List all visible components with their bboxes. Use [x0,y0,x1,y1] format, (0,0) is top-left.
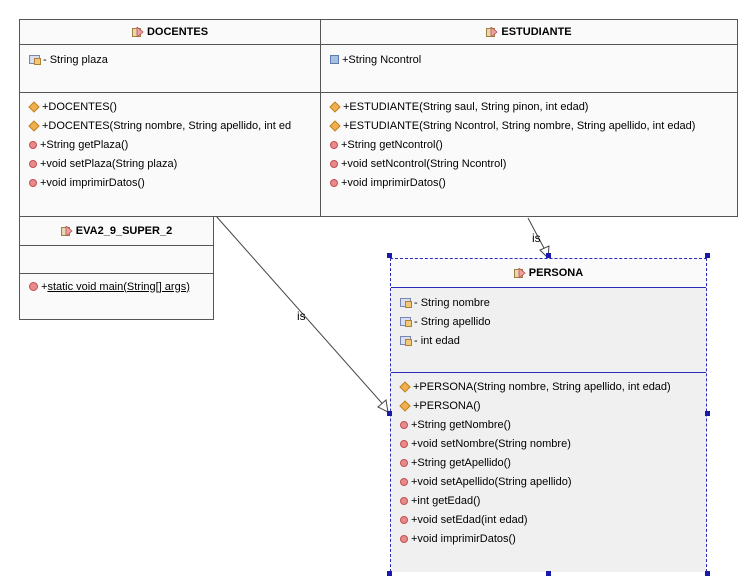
resize-handle-s[interactable] [546,571,551,576]
class-name: DOCENTES [146,26,209,38]
generalization-line-docentes[interactable] [215,215,389,411]
fields-section: +String Ncontrol [321,45,737,93]
resize-handle-w[interactable] [387,411,392,416]
class-icon [513,267,526,279]
class-icon [486,26,498,38]
methods-section: +PERSONA(String nombre, String apellido,… [391,373,706,572]
method-row[interactable]: +String getApellido() [391,453,706,472]
constructor-icon [399,399,411,412]
method-row[interactable]: +String getPlaza() [20,135,320,154]
methods-section: +static void main(String[] args) [20,274,213,296]
method-icon [400,439,408,448]
method-row[interactable]: +DOCENTES() [20,97,320,116]
class-name: ESTUDIANTE [501,26,572,38]
fields-section: - String plaza [20,45,320,93]
method-row[interactable]: +void imprimirDatos() [20,173,320,192]
method-row[interactable]: +DOCENTES(String nombre, String apellido… [20,116,320,135]
method-icon [400,420,408,429]
method-row[interactable]: +PERSONA(String nombre, String apellido,… [391,377,706,396]
method-row[interactable]: +ESTUDIANTE(String saul, String pinon, i… [321,97,737,116]
method-row[interactable]: +void imprimirDatos() [391,529,706,548]
method-icon [400,496,408,505]
method-row[interactable]: +int getEdad() [391,491,706,510]
private-field-icon [400,317,412,327]
method-icon [29,178,37,187]
class-icon [131,26,144,38]
public-field-icon [330,55,339,64]
method-icon [330,178,338,187]
method-icon [400,477,408,486]
method-icon [400,534,408,543]
field-row[interactable]: - String nombre [391,293,706,312]
class-header-persona: PERSONA [391,259,706,288]
class-name: EVA2_9_SUPER_2 [75,225,173,237]
field-row[interactable]: - String plaza [20,50,320,69]
fields-section: - String nombre - String apellido - int … [391,288,706,373]
field-row[interactable]: +String Ncontrol [321,50,737,69]
method-icon [330,159,338,168]
class-box-persona[interactable]: PERSONA - String nombre - String apellid… [390,258,707,572]
method-icon [400,515,408,524]
private-field-icon [400,298,412,308]
resize-handle-sw[interactable] [387,571,392,576]
fields-section [20,246,213,274]
method-icon [400,458,408,467]
resize-handle-ne[interactable] [705,253,710,258]
class-name: PERSONA [528,267,584,279]
method-row[interactable]: +void setPlaza(String plaza) [20,154,320,173]
method-row[interactable]: +static void main(String[] args) [20,277,213,296]
constructor-icon [399,380,411,393]
resize-handle-se[interactable] [705,571,710,576]
class-header-docentes: DOCENTES [20,20,320,45]
generalization-arrowhead-docentes [377,399,389,413]
class-header-eva: EVA2_9_SUPER_2 [20,217,213,246]
method-row[interactable]: +PERSONA() [391,396,706,415]
static-method-icon [29,282,38,291]
private-field-icon [29,55,41,65]
method-row[interactable]: +void imprimirDatos() [321,173,737,192]
constructor-icon [329,100,341,113]
method-row[interactable]: +void setApellido(String apellido) [391,472,706,491]
constructor-icon [28,100,40,113]
class-header-estudiante: ESTUDIANTE [321,20,737,45]
field-row[interactable]: - String apellido [391,312,706,331]
constructor-icon [329,119,341,132]
generalization-line-estudiante[interactable] [527,217,546,251]
method-icon [29,159,37,168]
method-row[interactable]: +String getNcontrol() [321,135,737,154]
private-field-icon [400,336,412,346]
method-row[interactable]: +void setEdad(int edad) [391,510,706,529]
method-row[interactable]: +void setNombre(String nombre) [391,434,706,453]
methods-section: +DOCENTES() +DOCENTES(String nombre, Str… [20,93,320,192]
resize-handle-e[interactable] [705,411,710,416]
class-icon [60,225,73,237]
relation-label-docentes: is [297,309,306,323]
resize-handle-n[interactable] [546,253,551,258]
method-row[interactable]: +void setNcontrol(String Ncontrol) [321,154,737,173]
relation-label-estudiante: is [532,231,541,245]
methods-section: +ESTUDIANTE(String saul, String pinon, i… [321,93,737,192]
method-icon [330,140,338,149]
class-box-eva2-9-super-2[interactable]: EVA2_9_SUPER_2 +static void main(String[… [19,216,214,320]
resize-handle-nw[interactable] [387,253,392,258]
method-row[interactable]: +String getNombre() [391,415,706,434]
class-box-estudiante[interactable]: ESTUDIANTE +String Ncontrol +ESTUDIANTE(… [320,19,738,217]
constructor-icon [28,119,40,132]
field-row[interactable]: - int edad [391,331,706,350]
method-row[interactable]: +ESTUDIANTE(String Ncontrol, String nomb… [321,116,737,135]
method-icon [29,140,37,149]
class-box-docentes[interactable]: DOCENTES - String plaza +DOCENTES() +DOC… [19,19,321,217]
